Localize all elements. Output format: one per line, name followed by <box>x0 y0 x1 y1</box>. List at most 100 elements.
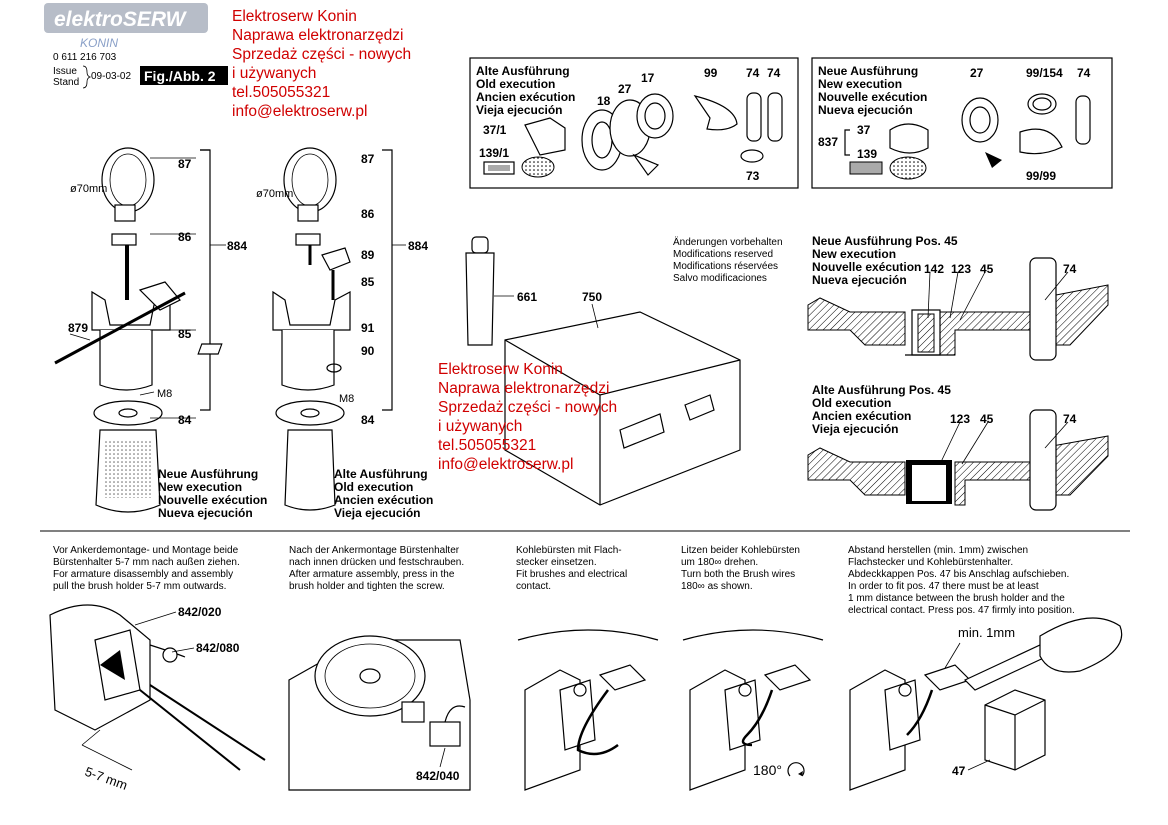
wm2-line4: i używanych <box>438 418 522 435</box>
sec-new-cap-3: Nouvelle exécution <box>812 260 921 274</box>
logo-city: KONIN <box>80 36 118 50</box>
step3-line3: Fit brushes and electrical <box>516 569 627 580</box>
callout-73: 73 <box>746 169 760 183</box>
callout-89: 89 <box>361 248 375 262</box>
callout-86b: 86 <box>361 207 375 221</box>
issue-label: Issue <box>53 66 77 77</box>
sec-old-cap-2: Old execution <box>812 396 891 410</box>
wm1-line4: i używanych <box>232 65 316 82</box>
callout-99a: 99 <box>704 66 718 80</box>
step3-line4: contact. <box>516 581 551 592</box>
box-old-cap-4: Vieja ejecución <box>476 103 563 117</box>
step5-line1: Abstand herstellen (min. 1mm) zwischen <box>848 545 1028 556</box>
step-5: Abstand herstellen (min. 1mm) zwischen F… <box>848 545 1123 791</box>
handle-new-execution: 87 ø70mm 86 884 879 85 M8 84 Neue Ausfüh… <box>54 147 267 520</box>
callout-74c: 74 <box>1077 66 1091 80</box>
step5-line4: In order to fit pos. 47 there must be at… <box>848 581 1039 592</box>
step4-line4: 180∞ as shown. <box>681 581 753 592</box>
step3-line1: Kohlebürsten mit Flach- <box>516 545 622 556</box>
logo: elektroSERW KONIN <box>44 3 208 50</box>
box-new-execution: Neue Ausführung New execution Nouvelle e… <box>811 57 1113 189</box>
notice-2: Modifications reserved <box>673 249 773 260</box>
step5-line3: Abdeckkappen Pos. 47 bis Anschlag aufsch… <box>848 569 1069 580</box>
logo-brand: elektroSERW <box>54 8 188 31</box>
figure-label: Fig./Abb. 2 <box>144 68 216 84</box>
box-new-cap-3: Nouvelle exécution <box>818 90 927 104</box>
sec-old-cap-3: Ancien exécution <box>812 409 911 423</box>
wm2-line1: Elektroserw Konin <box>438 361 563 378</box>
callout-85b: 85 <box>361 275 375 289</box>
callout-74b: 74 <box>767 66 781 80</box>
box-old-cap-3: Ancien exécution <box>476 90 575 104</box>
wm2-line6: info@elektroserw.pl <box>438 456 574 473</box>
box-old-cap-2: Old execution <box>476 77 555 91</box>
callout-99-154: 99/154 <box>1026 66 1063 80</box>
part-number: 0 611 216 703 <box>53 52 117 63</box>
callout-84a: 84 <box>178 413 192 427</box>
step1-line4: pull the brush holder 5-7 mm outwards. <box>53 581 226 592</box>
callout-27a: 27 <box>618 82 632 96</box>
callout-90: 90 <box>361 344 375 358</box>
callout-74a: 74 <box>746 66 760 80</box>
wm1-line1: Elektroserw Konin <box>232 8 357 25</box>
callout-74d: 74 <box>1063 262 1077 276</box>
box-new-cap-4: Nueva ejecución <box>818 103 913 117</box>
callout-879: 879 <box>68 321 88 335</box>
notice-3: Modifications réservées <box>673 261 778 272</box>
callout-m8a: M8 <box>157 388 172 400</box>
caption-new-3: Nouvelle exécution <box>158 493 267 507</box>
step3-line2: stecker einsetzen. <box>516 557 597 568</box>
callout-47: 47 <box>952 764 966 778</box>
callout-37: 37 <box>857 123 871 137</box>
step1-dim: 5-7 mm <box>83 764 130 793</box>
callout-842-040: 842/040 <box>416 769 460 783</box>
callout-884b: 884 <box>408 239 428 253</box>
grease-tube-and-case: 661 750 Änderungen vorbehalten Modificat… <box>465 236 783 506</box>
callout-86a: 86 <box>178 230 192 244</box>
callout-750: 750 <box>582 290 602 304</box>
step4-line1: Litzen beider Kohlebürsten <box>681 545 800 556</box>
wm2-line5: tel.505055321 <box>438 437 536 454</box>
issue-date: 09-03-02 <box>91 71 131 82</box>
caption-new-1: Neue Ausführung <box>158 467 258 481</box>
step5-gap: min. 1mm <box>958 625 1015 640</box>
box-old-execution: Alte Ausführung Old execution Ancien exé… <box>469 57 799 189</box>
step4-angle: 180° <box>753 762 782 778</box>
stand-label: Stand <box>53 77 79 88</box>
step1-line1: Vor Ankerdemontage- und Montage beide <box>53 545 239 556</box>
step4-line3: Turn both the Brush wires <box>681 569 795 580</box>
callout-45a: 45 <box>980 262 994 276</box>
caption-old-3: Ancien exécution <box>334 493 433 507</box>
wm1-line6: info@elektroserw.pl <box>232 103 368 120</box>
wm1-line5: tel.505055321 <box>232 84 330 101</box>
callout-842-020: 842/020 <box>178 605 222 619</box>
caption-old-1: Alte Ausführung <box>334 467 428 481</box>
callout-91: 91 <box>361 321 375 335</box>
sec-new-cap-1: Neue Ausführung Pos. 45 <box>812 234 958 248</box>
callout-45b: 45 <box>980 412 994 426</box>
sec-old-cap-1: Alte Ausführung Pos. 45 <box>812 383 951 397</box>
step5-line6: electrical contact. Press pos. 47 firmly… <box>848 605 1075 616</box>
sec-new-cap-4: Nueva ejecución <box>812 273 907 287</box>
step-4: Litzen beider Kohlebürsten um 180∞ drehe… <box>681 545 824 791</box>
callout-87a: 87 <box>178 157 192 171</box>
callout-123a: 123 <box>951 262 971 276</box>
wm1-line2: Naprawa elektronarzędzi <box>232 27 403 44</box>
step4-line2: um 180∞ drehen. <box>681 557 758 568</box>
box-new-cap-2: New execution <box>818 77 902 91</box>
callout-37-1: 37/1 <box>483 123 507 137</box>
header: 0 611 216 703 Issue Stand 09-03-02 Fig./… <box>53 52 228 89</box>
wm1-line3: Sprzedaż części - nowych <box>232 46 411 63</box>
callout-17: 17 <box>641 71 655 85</box>
box-new-cap-1: Neue Ausführung <box>818 64 918 78</box>
watermark-top: Elektroserw Konin Naprawa elektronarzędz… <box>232 8 411 120</box>
callout-139-1: 139/1 <box>479 146 509 160</box>
notice-1: Änderungen vorbehalten <box>673 236 783 248</box>
caption-new-4: Nueva ejecución <box>158 506 253 520</box>
watermark-center: Elektroserw Konin Naprawa elektronarzędz… <box>438 361 617 473</box>
step-2: Nach der Ankermontage Bürstenhalter nach… <box>288 545 471 791</box>
section-old-pos45: Alte Ausführung Pos. 45 Old execution An… <box>807 383 1109 511</box>
step-1: Vor Ankerdemontage- und Montage beide Bü… <box>49 545 266 793</box>
